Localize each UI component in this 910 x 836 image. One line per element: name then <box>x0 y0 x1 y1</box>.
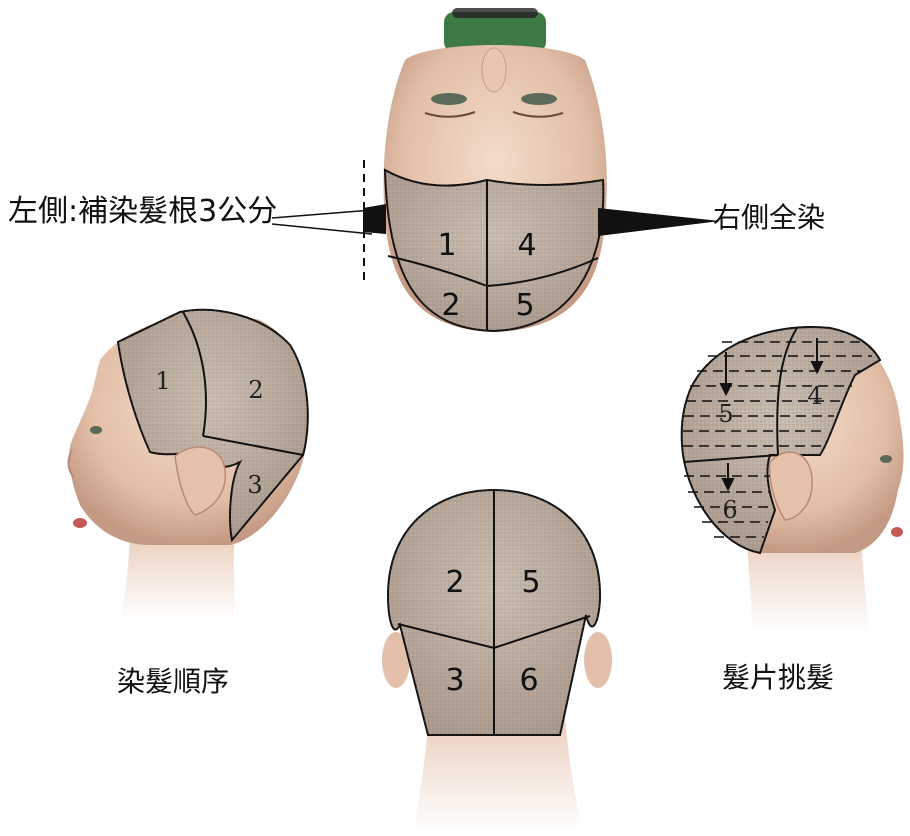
left-eye <box>90 426 102 434</box>
lips <box>73 518 87 528</box>
dye-order-caption: 染髮順序 <box>117 660 229 700</box>
back-ear-right <box>584 632 612 688</box>
left-section-2: 2 <box>248 376 263 404</box>
back-section-3: 3 <box>445 663 464 698</box>
left-pointer-upper <box>272 210 372 218</box>
left-pointer-lower <box>272 224 372 234</box>
right-side-pointer <box>598 208 720 236</box>
top-view-head: 1 4 2 5 <box>272 8 720 332</box>
top-section-2: 2 <box>441 288 460 323</box>
right-side-label: 右側全染 <box>713 196 825 236</box>
right-eye <box>880 455 892 463</box>
right-section-6: 6 <box>722 496 737 524</box>
left-side-label: 左側:補染髮根3公分 <box>8 186 277 230</box>
left-section-3: 3 <box>247 471 262 499</box>
eye-right <box>521 93 557 105</box>
left-ear-wedge <box>363 204 386 234</box>
left-profile-head: 1 2 3 <box>68 310 308 620</box>
top-section-1: 1 <box>437 228 456 263</box>
right-section-4: 4 <box>807 382 822 410</box>
eye-left <box>431 93 467 105</box>
back-section-6: 6 <box>519 663 538 698</box>
back-section-2: 2 <box>445 565 464 600</box>
back-view-head: 2 5 3 6 <box>382 490 612 832</box>
left-section-1: 1 <box>155 367 170 395</box>
section-pick-caption: 髮片挑髮 <box>722 656 834 696</box>
top-section-5: 5 <box>515 288 534 323</box>
back-section-5: 5 <box>521 565 540 600</box>
right-profile-head: 5 4 6 <box>682 327 904 632</box>
right-lips <box>891 527 903 537</box>
right-section-5: 5 <box>718 400 733 428</box>
top-section-4: 4 <box>517 228 536 263</box>
